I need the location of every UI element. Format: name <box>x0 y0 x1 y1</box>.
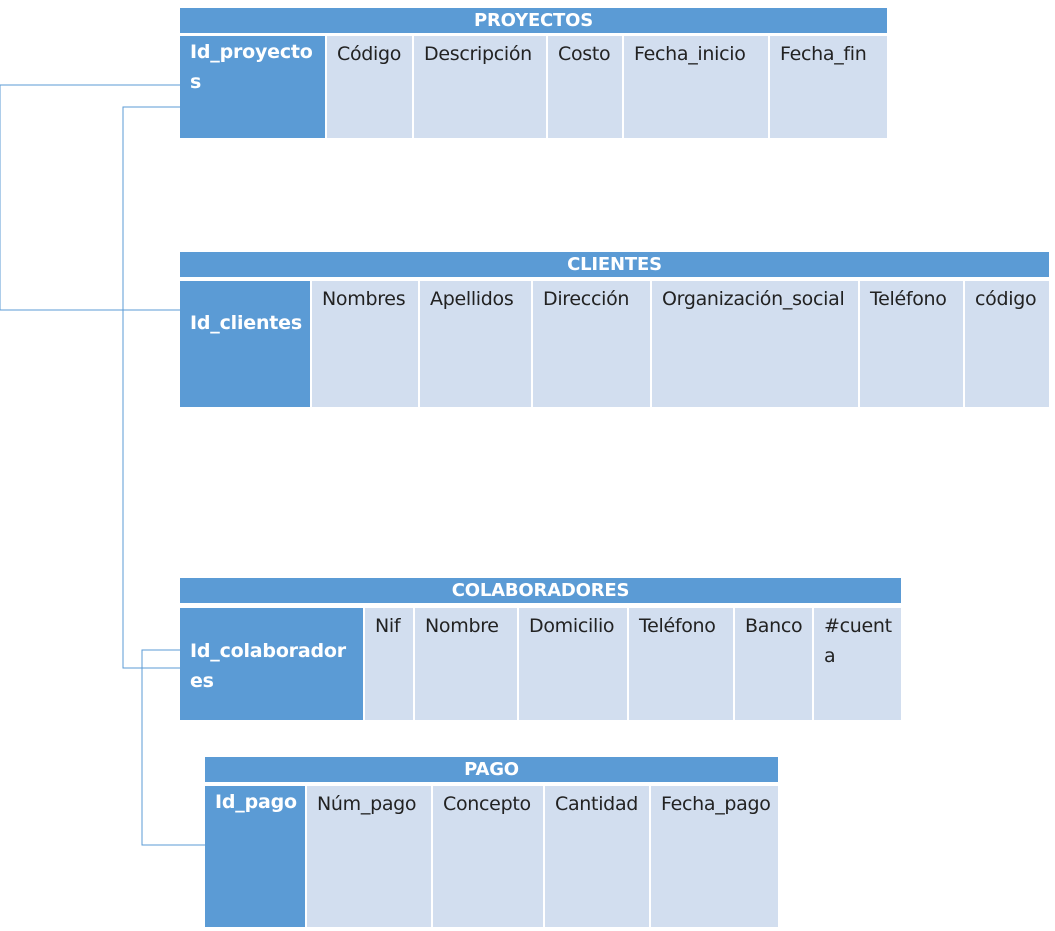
attribute-field: Apellidos <box>420 281 531 407</box>
attribute-field: Código <box>327 36 412 138</box>
table-title: COLABORADORES <box>180 578 901 603</box>
attribute-field: Nif <box>365 608 413 720</box>
attribute-field: Teléfono <box>860 281 963 407</box>
primary-key-field: Id_proyectos <box>180 36 325 138</box>
attribute-field: Fecha_fin <box>770 36 887 138</box>
attribute-field: Nombres <box>312 281 418 407</box>
link-proyectos-clientes <box>0 84 180 311</box>
attribute-field: Organización_social <box>652 281 858 407</box>
table-title: PAGO <box>205 757 778 782</box>
field-row: Id_proyectos Código Descripción Costo Fe… <box>180 36 887 138</box>
field-row: Id_colaboradores Nif Nombre Domicilio Te… <box>180 608 901 720</box>
attribute-field: Cantidad <box>545 786 649 927</box>
table-proyectos: PROYECTOS Id_proyectos Código Descripció… <box>180 8 887 138</box>
attribute-field: Banco <box>735 608 812 720</box>
attribute-field: Nombre <box>415 608 517 720</box>
table-title: CLIENTES <box>180 252 1049 277</box>
attribute-field: Domicilio <box>519 608 627 720</box>
attribute-field: código <box>965 281 1049 407</box>
attribute-field: Descripción <box>414 36 546 138</box>
primary-key-field: Id_pago <box>205 786 305 927</box>
attribute-field: Fecha_inicio <box>624 36 768 138</box>
link-colaboradores-pago <box>141 649 205 846</box>
primary-key-field: Id_colaboradores <box>180 608 363 720</box>
table-title: PROYECTOS <box>180 8 887 33</box>
attribute-field: Fecha_pago <box>651 786 778 927</box>
link-proyectos-colaboradores <box>122 106 180 669</box>
attribute-field: Concepto <box>433 786 543 927</box>
attribute-field: Teléfono <box>629 608 733 720</box>
table-clientes: CLIENTES Id_clientes Nombres Apellidos D… <box>180 252 1049 407</box>
field-row: Id_pago Núm_pago Concepto Cantidad Fecha… <box>205 786 778 927</box>
attribute-field: #cuenta <box>814 608 901 720</box>
attribute-field: Dirección <box>533 281 650 407</box>
attribute-field: Núm_pago <box>307 786 431 927</box>
field-row: Id_clientes Nombres Apellidos Dirección … <box>180 281 1049 407</box>
primary-key-field: Id_clientes <box>180 281 310 407</box>
table-colaboradores: COLABORADORES Id_colaboradores Nif Nombr… <box>180 578 901 720</box>
table-pago: PAGO Id_pago Núm_pago Concepto Cantidad … <box>205 757 778 927</box>
attribute-field: Costo <box>548 36 622 138</box>
